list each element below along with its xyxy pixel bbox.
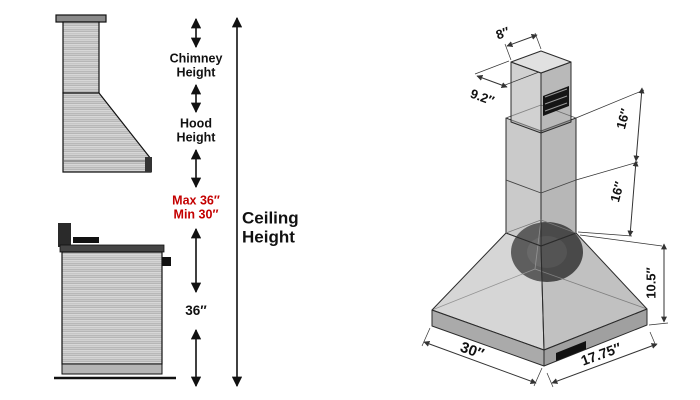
- iso-dimension-lines: [421, 32, 669, 388]
- chimney-height-label: Chimney Height: [169, 51, 223, 80]
- side-view-hood-drawing: [55, 14, 152, 173]
- stove-clearance-label: 36″: [185, 303, 207, 319]
- mounting-range-label: Max 36″ Min 30″: [172, 193, 220, 222]
- range-drawing: [54, 223, 176, 380]
- hood-height-label: Hood Height: [176, 116, 216, 145]
- dim-10-5in-label: 10.5″: [643, 267, 659, 299]
- iso-hood-drawing: [431, 50, 648, 367]
- ceiling-height-label: Ceiling Height: [242, 208, 299, 246]
